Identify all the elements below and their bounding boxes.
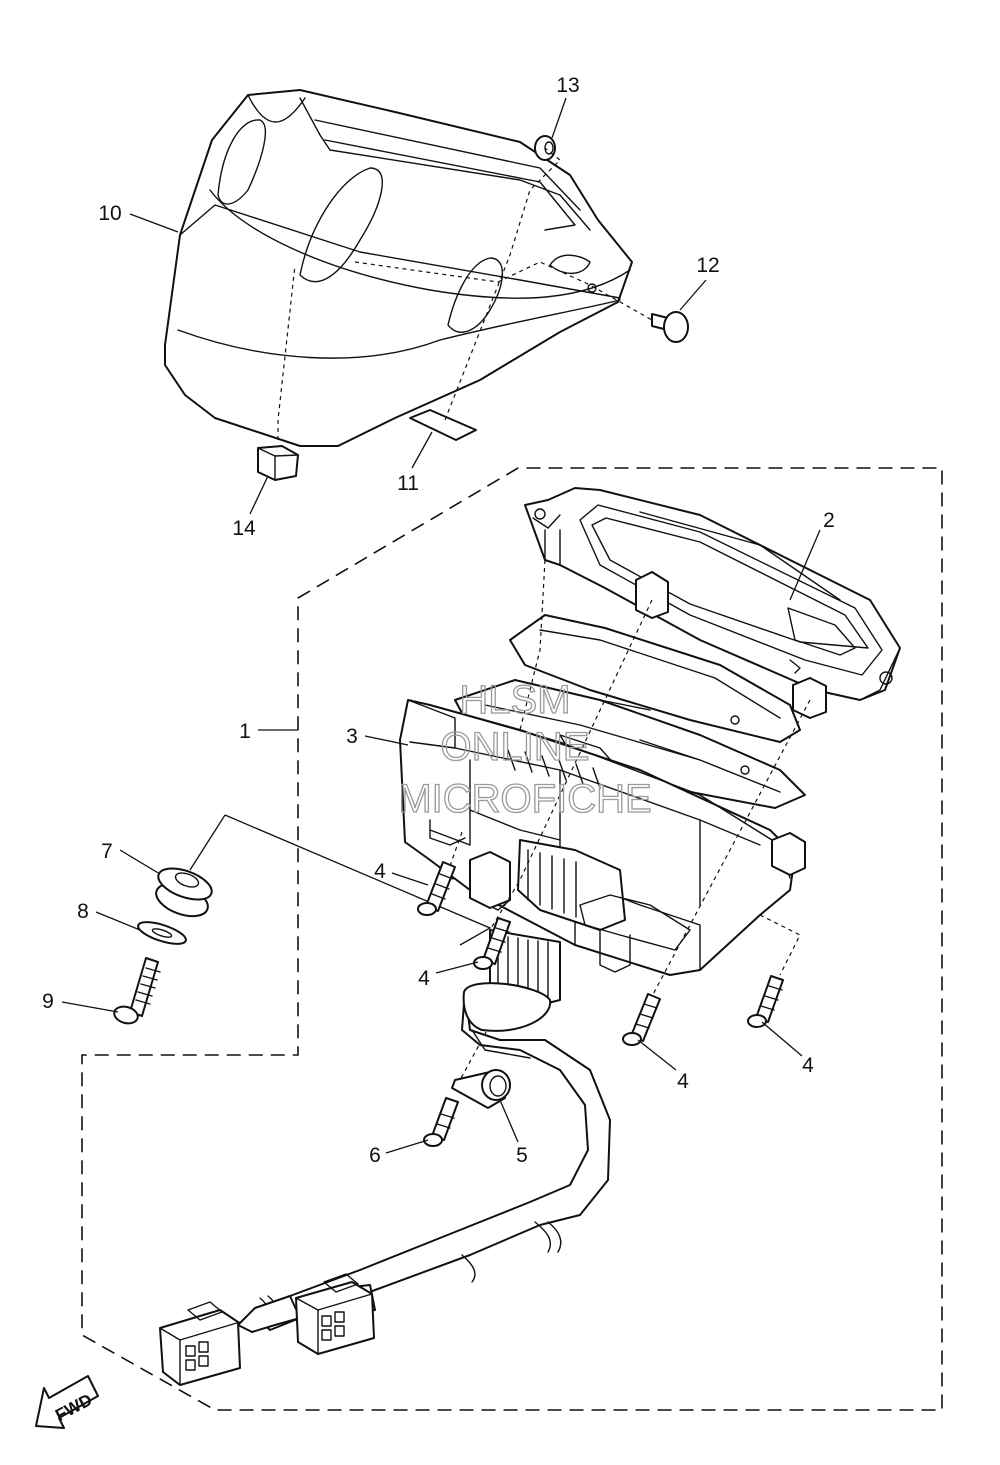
meter-assembly-body [399,699,796,976]
callout-14: 14 [232,517,256,540]
guide-line [759,914,801,976]
forward-direction-indicator: FWD [35,1375,99,1429]
leader-line [385,1139,429,1154]
leader-line [391,872,429,886]
cover-screw [651,311,689,343]
meter-case-post [635,571,669,619]
assembly-boundary [81,467,943,1411]
mounting-grommet [155,867,213,918]
callout-10: 10 [98,202,121,225]
leader-line [95,911,141,931]
callout-1: 1 [239,720,251,743]
leader-line [119,849,161,875]
callout-12: 12 [696,254,719,277]
callout-7: 7 [101,840,113,863]
wire-harness [237,982,611,1333]
callout-4d: 4 [802,1054,814,1077]
watermark-line-3: MICROFICHE [398,777,651,821]
leader-line [249,475,269,515]
washer [137,921,187,945]
leader-line [637,1039,677,1071]
leader-line [435,961,479,974]
callout-6: 6 [369,1144,381,1167]
callout-11: 11 [397,472,419,495]
callout-5: 5 [516,1144,528,1167]
leader-line [129,213,179,233]
watermark-line-2: ONLINE [441,725,590,769]
harness-connector [295,1273,375,1355]
leader-line [679,279,707,311]
callout-3: 3 [346,725,358,748]
harness-connector [159,1301,241,1386]
mounting-bolt [113,957,161,1025]
leader-line [551,97,567,139]
leader-line [189,814,226,871]
guide-line [649,699,811,1001]
screw [417,861,456,916]
screw [747,975,784,1028]
callout-4b: 4 [418,967,430,990]
leader-line [364,735,409,746]
damper [257,445,299,481]
harness-clamp [451,1069,511,1109]
callout-8: 8 [77,900,89,923]
forward-arrow-icon [35,1375,99,1429]
watermark-line-1: HLSM [459,678,570,722]
screw [622,993,661,1046]
guide-line [519,559,546,731]
callout-4c: 4 [677,1070,689,1093]
guide-line [277,264,296,440]
meter-case-post [792,677,827,719]
leader-line [761,1021,803,1057]
callout-9: 9 [42,990,54,1013]
leader-line [411,431,433,469]
clamp-screw [423,1097,459,1147]
leader-line [61,1001,119,1013]
pad [409,409,477,441]
harness-bundle-lines [497,934,549,1008]
watermark: HLSM ONLINE MICROFICHE [398,677,653,821]
guide-line [224,814,492,946]
callout-2: 2 [823,509,835,532]
leader-line [499,1099,519,1143]
meter-body-post [771,832,806,876]
guide-line [354,261,653,321]
meter-body-post [469,851,511,909]
callout-4a: 4 [374,860,386,883]
leader-line [789,529,821,601]
meter-case-upper [524,487,901,701]
callout-13: 13 [556,74,579,97]
